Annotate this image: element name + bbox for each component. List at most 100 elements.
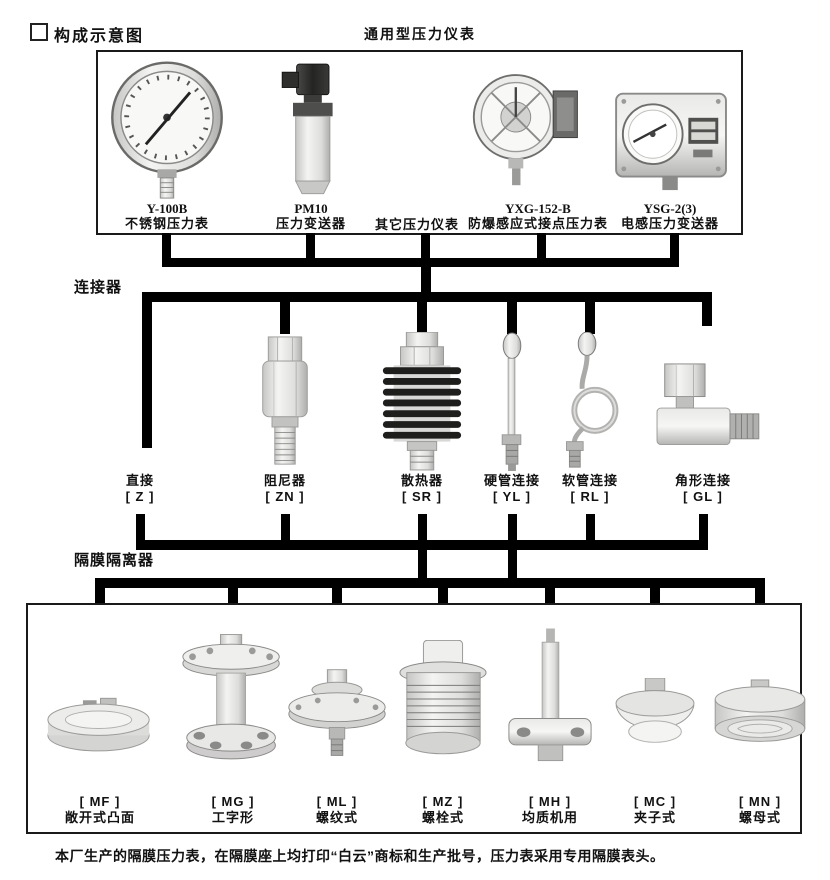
- isolator-name: 敞开式凸面: [64, 810, 136, 825]
- isolator-drop-line: [95, 578, 105, 606]
- isolator-drop-line: [755, 578, 765, 606]
- isolator-drop-line: [545, 578, 555, 606]
- gauge-label: Y-100B 不锈钢压力表: [125, 201, 209, 232]
- gauge-name: 其它压力仪表: [374, 217, 460, 232]
- angle-fitting-image: [643, 362, 769, 458]
- thread-diaphragm-image: [285, 668, 389, 760]
- gauge-label: YXG-152-B 防爆感应式接点压力表: [468, 201, 608, 232]
- isolator-feed-line: [508, 540, 517, 588]
- gauge-name: 不锈钢压力表: [124, 216, 210, 231]
- isolator-label: [ MC ] 夹子式: [634, 794, 676, 826]
- isolator-name: 工字形: [211, 810, 255, 825]
- isolator-drop-line: [438, 578, 448, 606]
- gauge-model: YSG-2(3): [643, 201, 697, 216]
- gauge-drop-line: [162, 233, 171, 267]
- gauge-model: PM10: [294, 201, 328, 216]
- damper-image: [252, 336, 318, 466]
- isolator-code: [ MZ ]: [422, 794, 464, 809]
- connector-out-line: [281, 514, 290, 550]
- isolator-label: [ MF ] 敞开式凸面: [65, 794, 135, 826]
- connector-label: 角形连接 [ GL ]: [675, 473, 731, 505]
- connector-code: [ Z ]: [125, 489, 155, 504]
- connector-label: 软管连接 [ RL ]: [562, 473, 618, 505]
- pressure-transmitter-image: [275, 60, 347, 196]
- page-title: 构成示意图: [54, 28, 145, 45]
- isolator-label: [ MG ] 工字形: [212, 794, 255, 826]
- connector-name: 散热器: [400, 473, 444, 488]
- section-marker-square: [30, 23, 48, 41]
- gauge-label: 其它压力仪表: [375, 217, 459, 233]
- connector-drop-z: [142, 292, 152, 448]
- connector-bus-line: [142, 292, 712, 302]
- gauge-drop-line: [421, 233, 430, 267]
- connector-drop-rl: [585, 292, 595, 334]
- gauge-drop-line: [537, 233, 546, 267]
- connector-code: [ RL ]: [570, 489, 610, 504]
- isolator-drop-line: [650, 578, 660, 606]
- connector-out-line: [418, 514, 427, 550]
- gauge-drop-line: [306, 233, 315, 267]
- contact-pressure-gauge-image: [471, 66, 583, 198]
- connector-drop-sr: [417, 292, 427, 334]
- gauge-model: Y-100B: [146, 201, 188, 216]
- connector-code: [ SR ]: [402, 489, 442, 504]
- isolator-label: [ MZ ] 螺栓式: [422, 794, 464, 826]
- isolator-section-label: 隔膜隔离器: [74, 552, 155, 569]
- connector-name: 硬管连接: [483, 473, 541, 488]
- isolator-code: [ MF ]: [79, 794, 121, 809]
- isolator-code: [ MC ]: [633, 794, 677, 809]
- connector-label: 直接 [ Z ]: [126, 473, 155, 505]
- nut-diaphragm-image: [712, 678, 808, 754]
- isolator-bus-line: [95, 578, 765, 588]
- bolt-diaphragm-image: [398, 640, 488, 760]
- rigid-tube-image: [495, 332, 529, 472]
- gauge-label: PM10 压力变送器: [276, 201, 346, 232]
- isolator-label: [ MN ] 螺母式: [739, 794, 781, 826]
- isolator-code: [ MN ]: [738, 794, 782, 809]
- connector-drop-gl: [702, 292, 712, 326]
- inductive-transmitter-image: [614, 86, 730, 192]
- isolator-feed-line: [418, 540, 427, 588]
- gauge-model: YXG-152-B: [505, 201, 571, 216]
- radiator-image: [378, 332, 466, 472]
- isolator-name: 螺栓式: [421, 810, 465, 825]
- connector-name: 阻尼器: [263, 473, 307, 488]
- connector-out-line: [508, 514, 517, 550]
- isolator-code: [ MG ]: [211, 794, 255, 809]
- pressure-gauge-image: [107, 56, 227, 200]
- footer-note: 本厂生产的隔膜压力表，在隔膜座上均打印“白云”商标和生产批号，压力表采用专用隔膜…: [55, 848, 665, 864]
- i-shape-diaphragm-image: [180, 632, 286, 772]
- clamp-diaphragm-image: [613, 678, 697, 754]
- connector-out-line: [699, 514, 708, 550]
- connector-name: 角形连接: [674, 473, 732, 488]
- isolator-name: 螺母式: [738, 810, 782, 825]
- connector-out-line: [136, 514, 145, 550]
- isolator-name: 均质机用: [521, 810, 579, 825]
- gauge-name: 防爆感应式接点压力表: [467, 216, 609, 231]
- isolator-code: [ MH ]: [528, 794, 572, 809]
- connector-code: [ GL ]: [683, 489, 723, 504]
- gauge-group-title: 通用型压力仪表: [364, 26, 476, 42]
- connector-label: 阻尼器 [ ZN ]: [264, 473, 306, 505]
- gauge-name: 电感压力变送器: [620, 216, 720, 231]
- connector-label: 硬管连接 [ YL ]: [484, 473, 540, 505]
- connector-label: 散热器 [ SR ]: [401, 473, 443, 505]
- homogenizer-diaphragm-image: [505, 628, 595, 766]
- isolator-drop-line: [332, 578, 342, 606]
- flexible-hose-image: [557, 332, 623, 472]
- connector-drop-yl: [507, 292, 517, 334]
- connector-out-line: [586, 514, 595, 550]
- gauge-bus-line: [162, 258, 679, 267]
- open-convex-diaphragm-image: [44, 692, 156, 766]
- connector-code: [ YL ]: [492, 489, 532, 504]
- connector-drop-zn: [280, 292, 290, 334]
- gauge-drop-line: [670, 233, 679, 267]
- center-drop-line: [421, 258, 431, 302]
- gauge-label: YSG-2(3) 电感压力变送器: [621, 201, 719, 232]
- connector-section-label: 连接器: [74, 279, 123, 296]
- connector-name: 软管连接: [561, 473, 619, 488]
- isolator-code: [ ML ]: [316, 794, 358, 809]
- connector-code: [ ZN ]: [265, 489, 305, 504]
- connector-name: 直接: [125, 473, 155, 488]
